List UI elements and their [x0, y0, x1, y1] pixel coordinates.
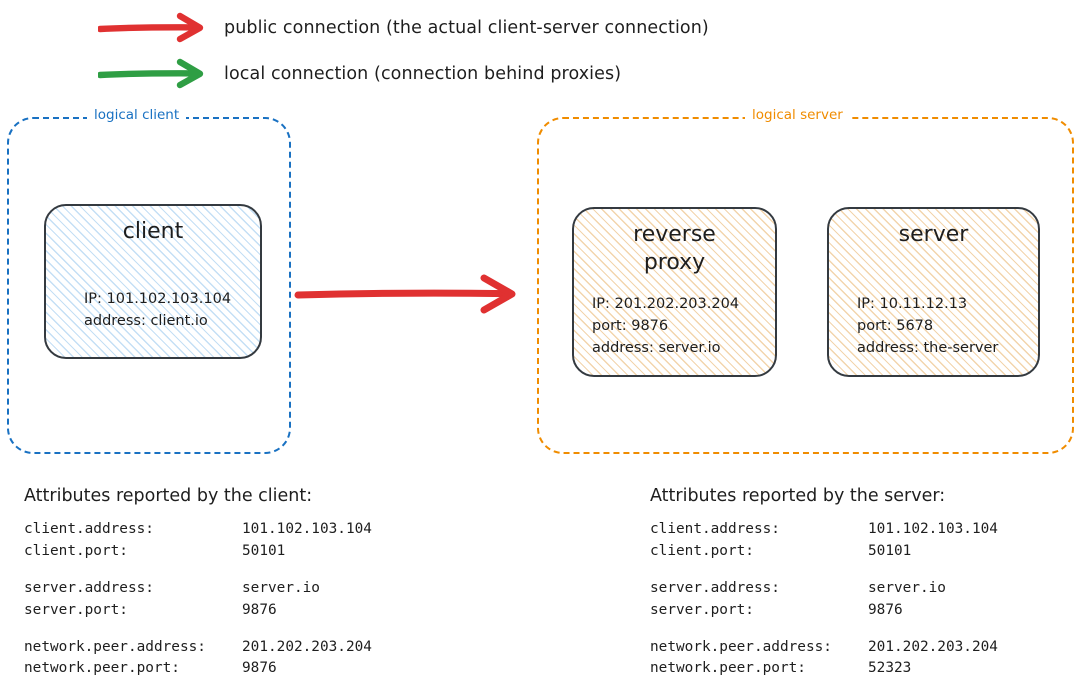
attribute-value: 52323	[868, 660, 912, 677]
table-row: network.peer.port: 9876	[24, 658, 372, 680]
server-attributes-table: client.address: 101.102.103.104 client.por…	[650, 519, 998, 680]
attribute-key: client.port:	[24, 542, 128, 559]
legend-item-local: local connection (connection behind prox…	[96, 57, 622, 91]
attribute-value: 101.102.103.104	[868, 521, 998, 537]
node-client-line-ip: IP: 101.102.103.104	[84, 291, 232, 307]
attribute-value: 50101	[868, 542, 912, 559]
logical-server-group: logical server reverse proxy IP: 201.202…	[537, 107, 1074, 454]
attribute-key: client.address:	[24, 521, 154, 537]
table-row-spacer	[24, 563, 372, 578]
node-client-title: client	[122, 219, 184, 244]
attribute-key: client.port:	[650, 542, 754, 559]
attribute-key: client.address:	[650, 521, 780, 537]
server-attributes-heading: Attributes reported by the server:	[650, 486, 946, 506]
table-row: client.address: 101.102.103.104	[650, 519, 998, 541]
legend-label-public: public connection (the actual client-ser…	[224, 18, 709, 38]
client-attributes-block: Attributes reported by the client: clien…	[24, 486, 372, 680]
node-reverse-proxy-line-ip: IP: 201.202.203.204	[592, 296, 740, 312]
logical-server-label: logical server	[745, 107, 850, 123]
attribute-key: network.peer.address:	[24, 638, 206, 655]
attribute-key: network.peer.address:	[650, 638, 832, 655]
client-attributes-table: client.address: 101.102.103.104 client.por…	[24, 519, 372, 680]
arrow-right-icon	[96, 11, 206, 45]
table-row: client.address: 101.102.103.104	[24, 519, 372, 541]
attribute-key: server.port:	[24, 601, 128, 618]
node-client[interactable]: client IP: 101.102.103.104 address: clie…	[44, 204, 262, 359]
node-reverse-proxy-title-line1: reverse	[633, 222, 716, 247]
node-client-line-address: address: client.io	[84, 313, 208, 330]
table-row-spacer	[650, 622, 998, 637]
logical-client-group: logical client client IP: 101.102.103.10…	[7, 107, 291, 454]
attribute-key: server.address:	[650, 579, 780, 596]
node-reverse-proxy-title: reverse proxy	[574, 221, 775, 277]
node-reverse-proxy-line-address: address: server.io	[592, 340, 721, 357]
node-reverse-proxy-line-port: port: 9876	[592, 318, 669, 335]
node-reverse-proxy-title-line2: proxy	[643, 250, 706, 276]
node-server-title: server	[898, 222, 969, 247]
table-row-spacer	[24, 622, 372, 637]
attribute-value: server.io	[242, 579, 320, 596]
table-row: client.port: 50101	[650, 541, 998, 563]
legend-item-public: public connection (the actual client-ser…	[96, 11, 709, 45]
attribute-value: 9876	[868, 601, 903, 618]
attribute-value: 201.202.203.204	[242, 638, 372, 655]
node-reverse-proxy-details: IP: 201.202.203.204 port: 9876 address: …	[592, 293, 739, 359]
table-row: network.peer.address: 201.202.203.204	[24, 637, 372, 659]
attribute-value: 9876	[242, 660, 277, 677]
legend-label-local: local connection (connection behind prox…	[224, 64, 622, 84]
node-server-line-ip: IP: 10.11.12.13	[857, 296, 968, 312]
attribute-key: network.peer.port:	[650, 660, 806, 677]
attribute-value: 201.202.203.204	[868, 638, 998, 655]
attribute-value: 101.102.103.104	[242, 521, 372, 537]
node-server[interactable]: server IP: 10.11.12.13 port: 5678 addres…	[827, 207, 1040, 377]
table-row-spacer	[650, 563, 998, 578]
arrow-right-icon	[96, 57, 206, 91]
table-row: network.peer.port: 52323	[650, 658, 998, 680]
node-server-line-port: port: 5678	[857, 318, 934, 335]
attribute-value: server.io	[868, 579, 946, 596]
attribute-key: server.address:	[24, 579, 154, 596]
table-row: network.peer.address: 201.202.203.204	[650, 637, 998, 659]
node-server-line-address: address: the-server	[857, 340, 999, 357]
table-row: server.port: 9876	[650, 600, 998, 622]
attribute-key: network.peer.port:	[24, 660, 180, 677]
table-row: server.port: 9876	[24, 600, 372, 622]
server-attributes-rows: client.address: 101.102.103.104 client.por…	[650, 519, 998, 680]
client-attributes-heading: Attributes reported by the client:	[24, 486, 313, 506]
node-server-details: IP: 10.11.12.13 port: 5678 address: the-…	[857, 293, 998, 359]
attribute-value: 50101	[242, 542, 286, 559]
node-client-details: IP: 101.102.103.104 address: client.io	[84, 288, 231, 332]
table-row: server.address: server.io	[650, 578, 998, 600]
server-attributes-block: Attributes reported by the server: clien…	[650, 486, 998, 680]
logical-client-label: logical client	[87, 107, 187, 123]
client-attributes-rows: client.address: 101.102.103.104 client.por…	[24, 519, 372, 680]
node-reverse-proxy[interactable]: reverse proxy IP: 201.202.203.204 port: …	[572, 207, 777, 377]
table-row: client.port: 50101	[24, 541, 372, 563]
public-connection-arrow	[294, 268, 524, 324]
attribute-value: 9876	[242, 601, 277, 618]
table-row: server.address: server.io	[24, 578, 372, 600]
attribute-key: server.port:	[650, 601, 754, 618]
